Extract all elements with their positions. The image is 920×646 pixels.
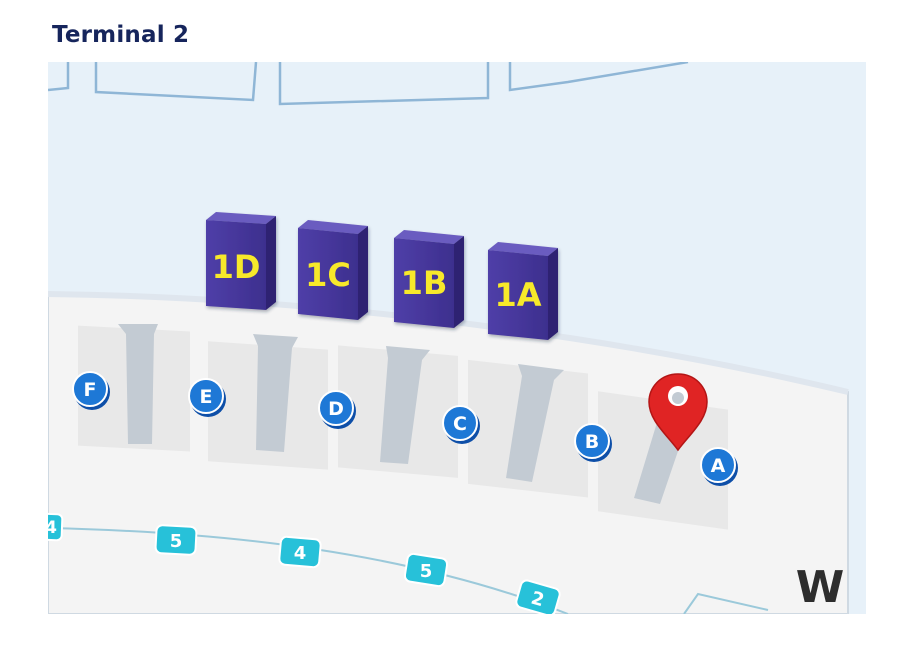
gate-label: A — [711, 455, 726, 477]
page-title: Terminal 2 — [52, 22, 190, 48]
boarding-area-label: 1C — [305, 256, 351, 294]
boarding-area-label: 1A — [494, 276, 541, 314]
map-pin-icon[interactable] — [648, 373, 708, 452]
path-badge-label: 4 — [294, 543, 307, 564]
upper-building-outlines — [48, 62, 689, 106]
path-badge: 5 — [403, 552, 449, 588]
boarding-area-1d[interactable]: 1D — [206, 212, 276, 310]
path-badge-label: 5 — [170, 531, 183, 552]
boarding-area-1a[interactable]: 1A — [488, 242, 558, 340]
gate-label: B — [585, 431, 599, 453]
gate-marker-d[interactable]: D — [318, 390, 356, 429]
boarding-area-label: 1B — [401, 264, 448, 302]
boarding-area-1c[interactable]: 1C — [298, 220, 368, 320]
jet-bridges — [118, 324, 704, 504]
gate-marker-f[interactable]: F — [72, 371, 110, 410]
path-badge-label: 4 — [48, 518, 57, 538]
lower-right-building-outline — [683, 592, 769, 614]
gate-label: F — [84, 379, 97, 401]
jet-bridge-4 — [506, 364, 564, 482]
gate-marker-c[interactable]: C — [442, 405, 480, 444]
jet-bridge-2 — [253, 334, 298, 452]
path-badge-label: 2 — [529, 588, 547, 612]
zone-label: W — [796, 562, 845, 613]
boarding-area-label: 1D — [212, 248, 261, 286]
gate-marker-b[interactable]: B — [574, 423, 612, 462]
path-badge: 4 — [278, 535, 322, 569]
gate-label: C — [453, 413, 467, 435]
terminal-map[interactable]: 1D 1C 1B 1A F E — [48, 62, 866, 614]
path-badge: 2 — [515, 579, 561, 614]
gate-label: D — [328, 398, 344, 420]
boarding-area-1b[interactable]: 1B — [394, 230, 464, 328]
jet-bridge-1 — [118, 324, 158, 444]
gate-label: E — [200, 386, 213, 408]
path-badge-label: 5 — [420, 561, 433, 582]
terminal-map-canvas: 1D 1C 1B 1A F E — [48, 62, 866, 614]
path-badge: 5 — [154, 524, 198, 556]
jet-bridge-3 — [380, 346, 430, 464]
path-badge: 4 — [48, 512, 64, 542]
gate-marker-e[interactable]: E — [188, 378, 226, 417]
gate-marker-a[interactable]: A — [700, 447, 738, 486]
